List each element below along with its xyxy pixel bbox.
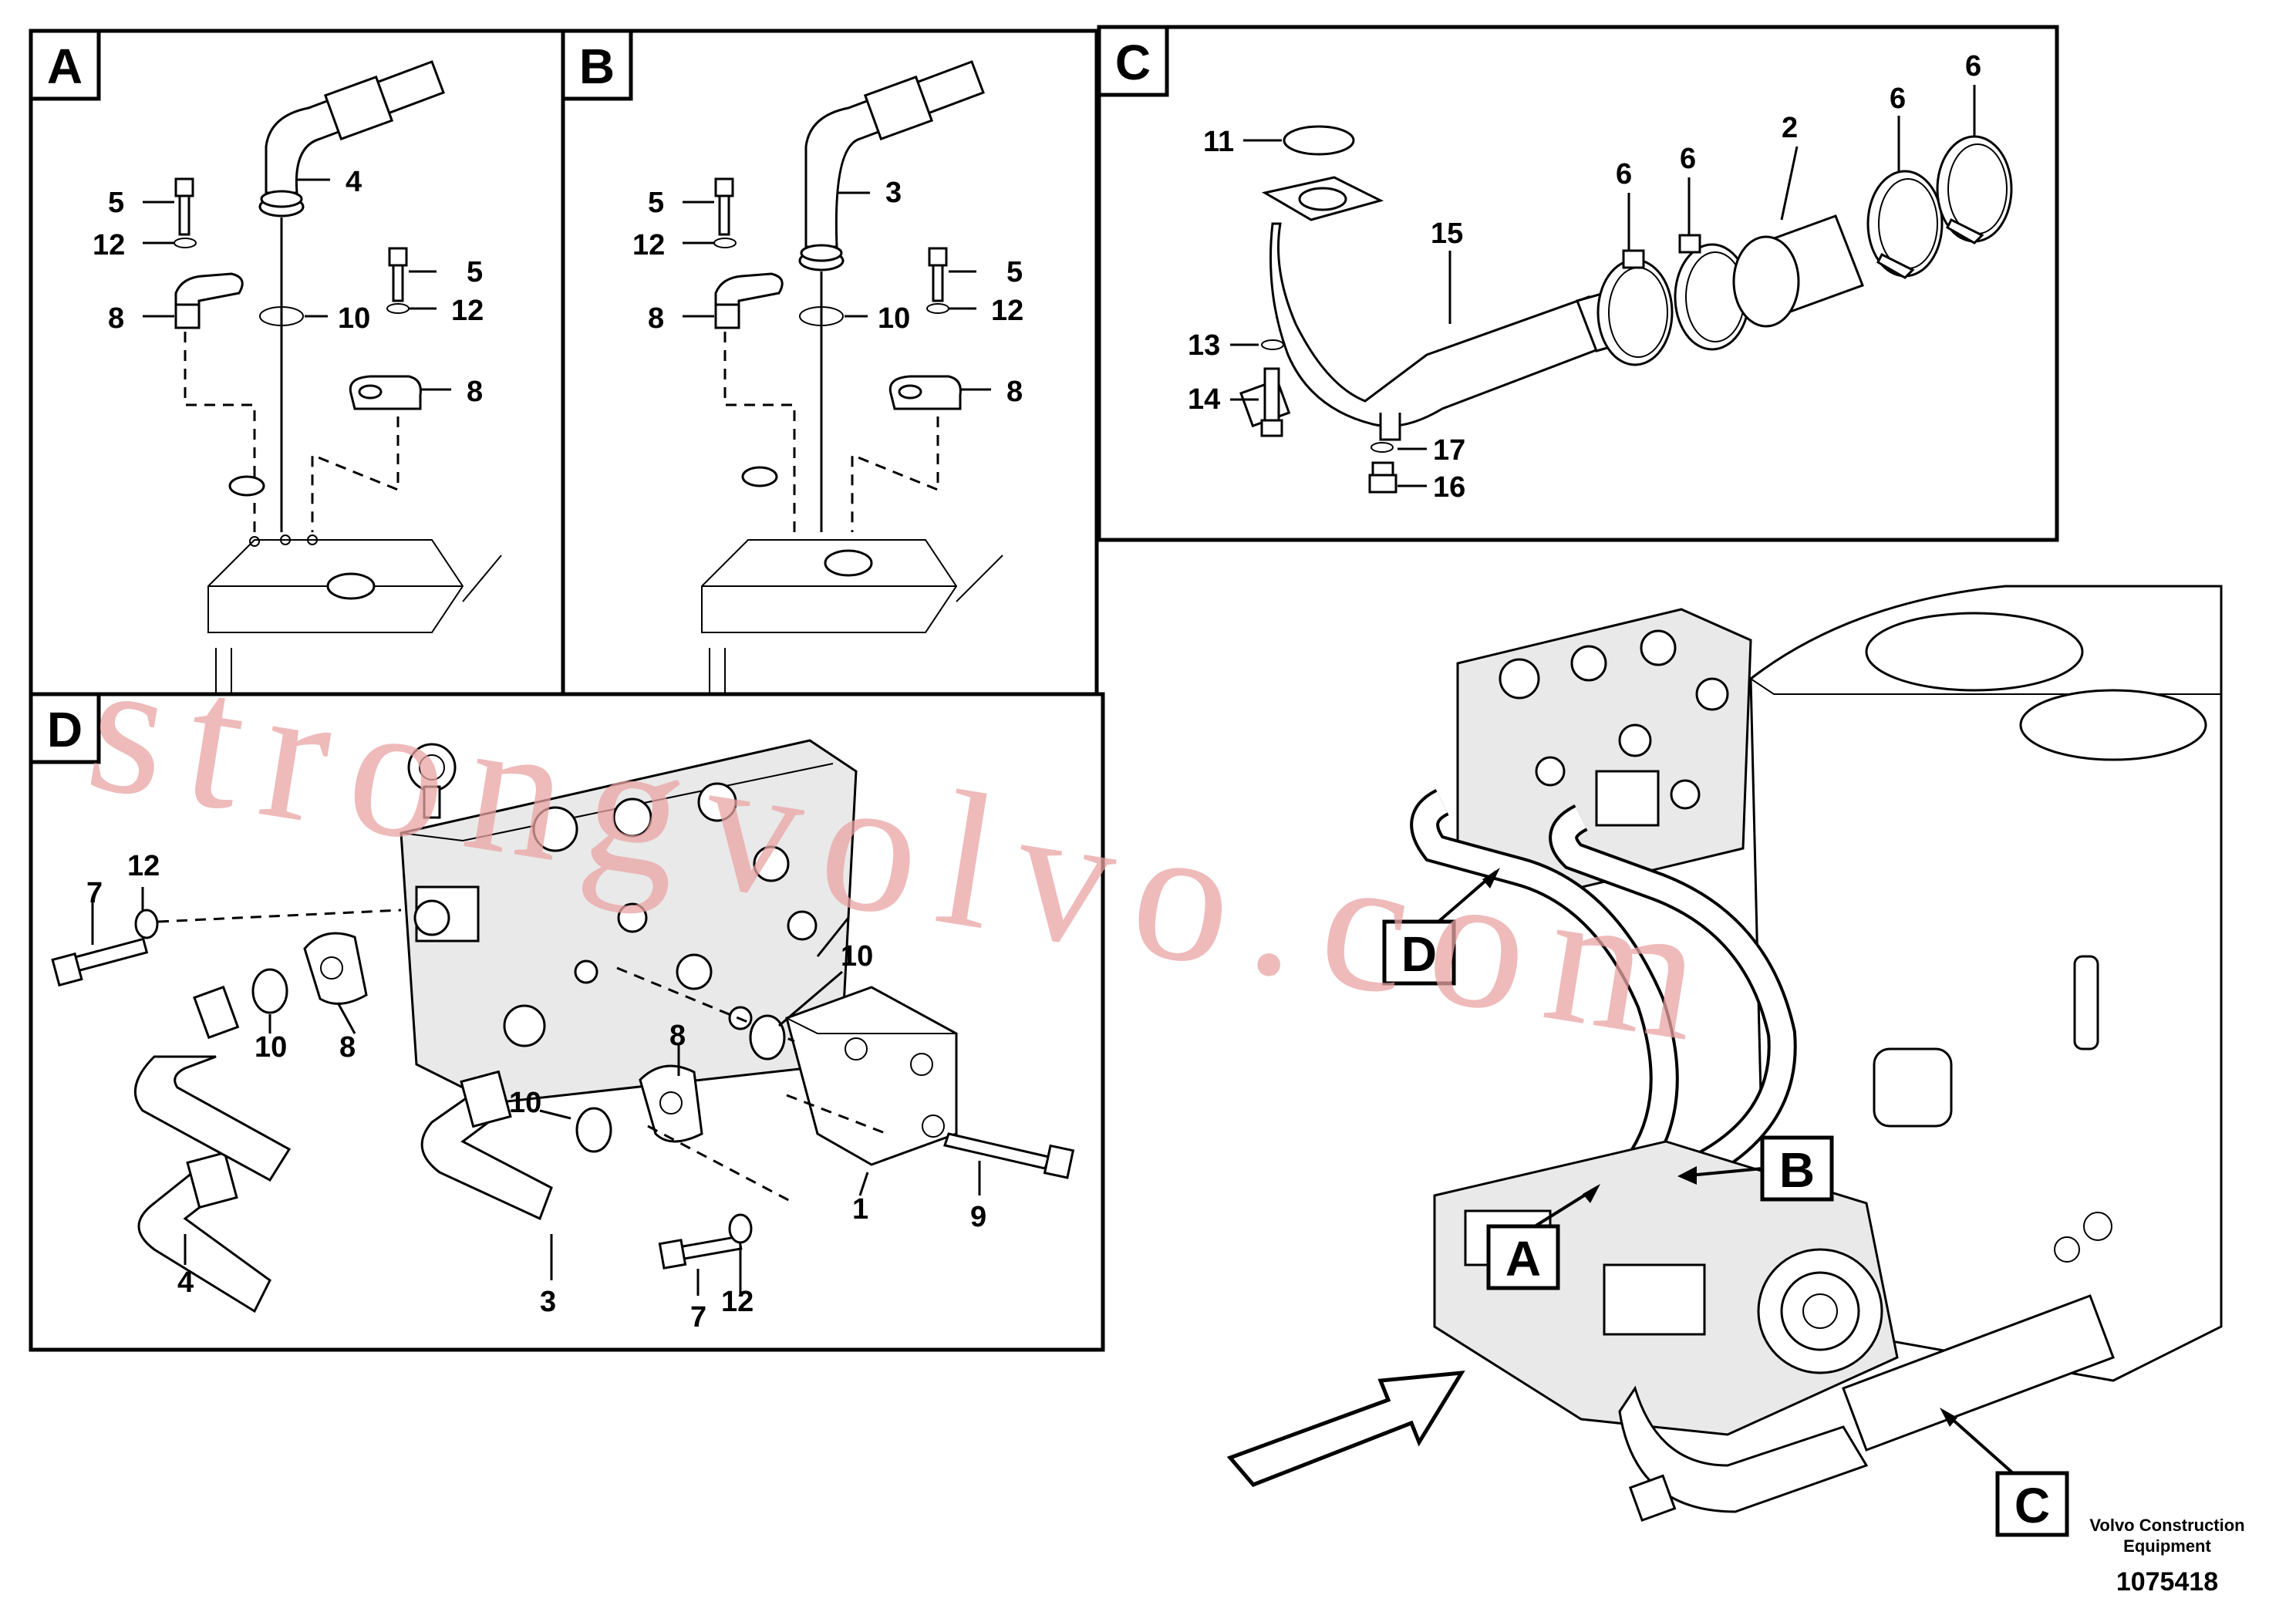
pump-overview <box>1433 1140 2115 1523</box>
clamp-6-a <box>1596 249 1674 366</box>
callout-a-10: 10 <box>338 302 370 335</box>
callout-b-5: 5 <box>648 187 664 219</box>
callout-d-1: 1 <box>852 1193 868 1226</box>
arrow <box>1226 1371 1465 1487</box>
hoses-overview <box>1410 789 1797 1217</box>
washer-17 <box>1371 442 1394 453</box>
hose-2 <box>1732 214 1864 328</box>
callout-c-17: 17 <box>1433 434 1465 467</box>
callout-c-6d: 6 <box>1965 50 1981 83</box>
flange-8-d1 <box>303 932 368 1005</box>
callout-c-2: 2 <box>1782 112 1798 144</box>
brand-line-2: Equipment <box>2123 1536 2211 1556</box>
hydraulic-tank <box>1749 585 2223 1382</box>
valve-body-a <box>207 475 502 694</box>
doc-number: 1075418 <box>2116 1567 2218 1597</box>
clamp-8-left <box>174 272 244 329</box>
callout-a-12b: 12 <box>451 295 484 327</box>
callout-d-12a: 12 <box>127 850 160 882</box>
block-1 <box>785 986 958 1166</box>
callout-b-8b: 8 <box>1006 376 1023 408</box>
pipe-4-d <box>137 1151 271 1313</box>
callout-d-8b: 8 <box>669 1020 686 1052</box>
callout-b-12: 12 <box>632 229 665 261</box>
overview-label-c: C <box>2014 1478 2050 1533</box>
callout-b-10: 10 <box>878 302 910 335</box>
callout-c-14: 14 <box>1188 383 1220 416</box>
callout-a-5: 5 <box>108 187 124 219</box>
callout-c-6c: 6 <box>1890 83 1906 115</box>
footer: Volvo Construction Equipment 1075418 <box>2089 1516 2244 1597</box>
callout-d-12b: 12 <box>721 1286 754 1318</box>
callout-d-9: 9 <box>970 1201 986 1233</box>
bolt-7-d2 <box>658 1235 743 1270</box>
flange-8-d2 <box>639 1064 703 1143</box>
callout-c-6a: 6 <box>1616 158 1632 191</box>
overview-assembly: D A B C <box>1226 585 2223 1537</box>
suction-pipe-15 <box>1239 176 1625 441</box>
panel-c-label: C <box>1115 35 1151 90</box>
pipe-3 <box>798 60 985 271</box>
washer-12-d2 <box>728 1213 753 1244</box>
overview-label-b: B <box>1779 1142 1815 1198</box>
callout-a-8: 8 <box>108 302 124 335</box>
panel-d-label: D <box>47 702 83 757</box>
pipe-4 <box>258 60 445 218</box>
callout-d-4: 4 <box>177 1266 194 1299</box>
overview-label-a: A <box>1505 1231 1541 1286</box>
plug-16 <box>1368 461 1397 494</box>
washer-12-d1 <box>134 909 159 939</box>
o-ring-11 <box>1283 125 1355 156</box>
callout-d-10b: 10 <box>255 1031 287 1064</box>
o-ring-10-d1 <box>749 1014 786 1061</box>
callout-d-8a: 8 <box>339 1031 356 1064</box>
bolt-5-left <box>174 177 194 236</box>
washer-13 <box>1261 339 1284 350</box>
panel-a: A <box>29 29 565 696</box>
callout-d-3: 3 <box>540 1286 556 1318</box>
panel-b: B 3 5 12 <box>561 29 1099 696</box>
callout-c-6b: 6 <box>1680 143 1696 175</box>
bolt-5-right <box>388 247 408 302</box>
panel-b-label: B <box>579 39 615 94</box>
callout-c-13: 13 <box>1188 329 1220 362</box>
o-ring-10-d2 <box>251 968 288 1014</box>
panel-d: D <box>29 692 1105 1352</box>
callout-c-15: 15 <box>1431 218 1463 250</box>
callout-d-10c: 10 <box>509 1087 541 1119</box>
callout-a-4: 4 <box>346 166 362 198</box>
clamp-8-right <box>349 375 422 410</box>
bolt-14 <box>1260 367 1283 437</box>
callout-d-7b: 7 <box>690 1301 706 1334</box>
callout-d-10a: 10 <box>841 940 873 973</box>
clamp-6-d <box>1936 135 2013 244</box>
callout-a-8b: 8 <box>467 376 483 408</box>
pipe-3-d <box>420 1070 553 1221</box>
panel-c: C <box>1097 25 2059 542</box>
bolt-9 <box>943 1132 1075 1179</box>
callout-a-12: 12 <box>93 229 125 261</box>
o-ring-10 <box>259 306 304 326</box>
clamp-6-c <box>1866 170 1944 279</box>
callout-d-7a: 7 <box>86 877 103 909</box>
callout-b-12b: 12 <box>991 295 1023 327</box>
o-ring-10-d3 <box>575 1107 612 1153</box>
callout-c-11: 11 <box>1203 126 1234 158</box>
callout-a-5b: 5 <box>467 256 483 288</box>
control-valve <box>400 739 858 1104</box>
overview-label-d: D <box>1401 926 1437 982</box>
bolt-7-d1 <box>51 937 149 987</box>
callout-b-5b: 5 <box>1006 256 1023 288</box>
callout-b-8: 8 <box>648 302 664 335</box>
callout-b-3: 3 <box>885 177 902 209</box>
callout-c-16: 16 <box>1433 471 1465 504</box>
brand-line-1: Volvo Construction <box>2089 1516 2244 1535</box>
panel-a-label: A <box>47 39 83 94</box>
